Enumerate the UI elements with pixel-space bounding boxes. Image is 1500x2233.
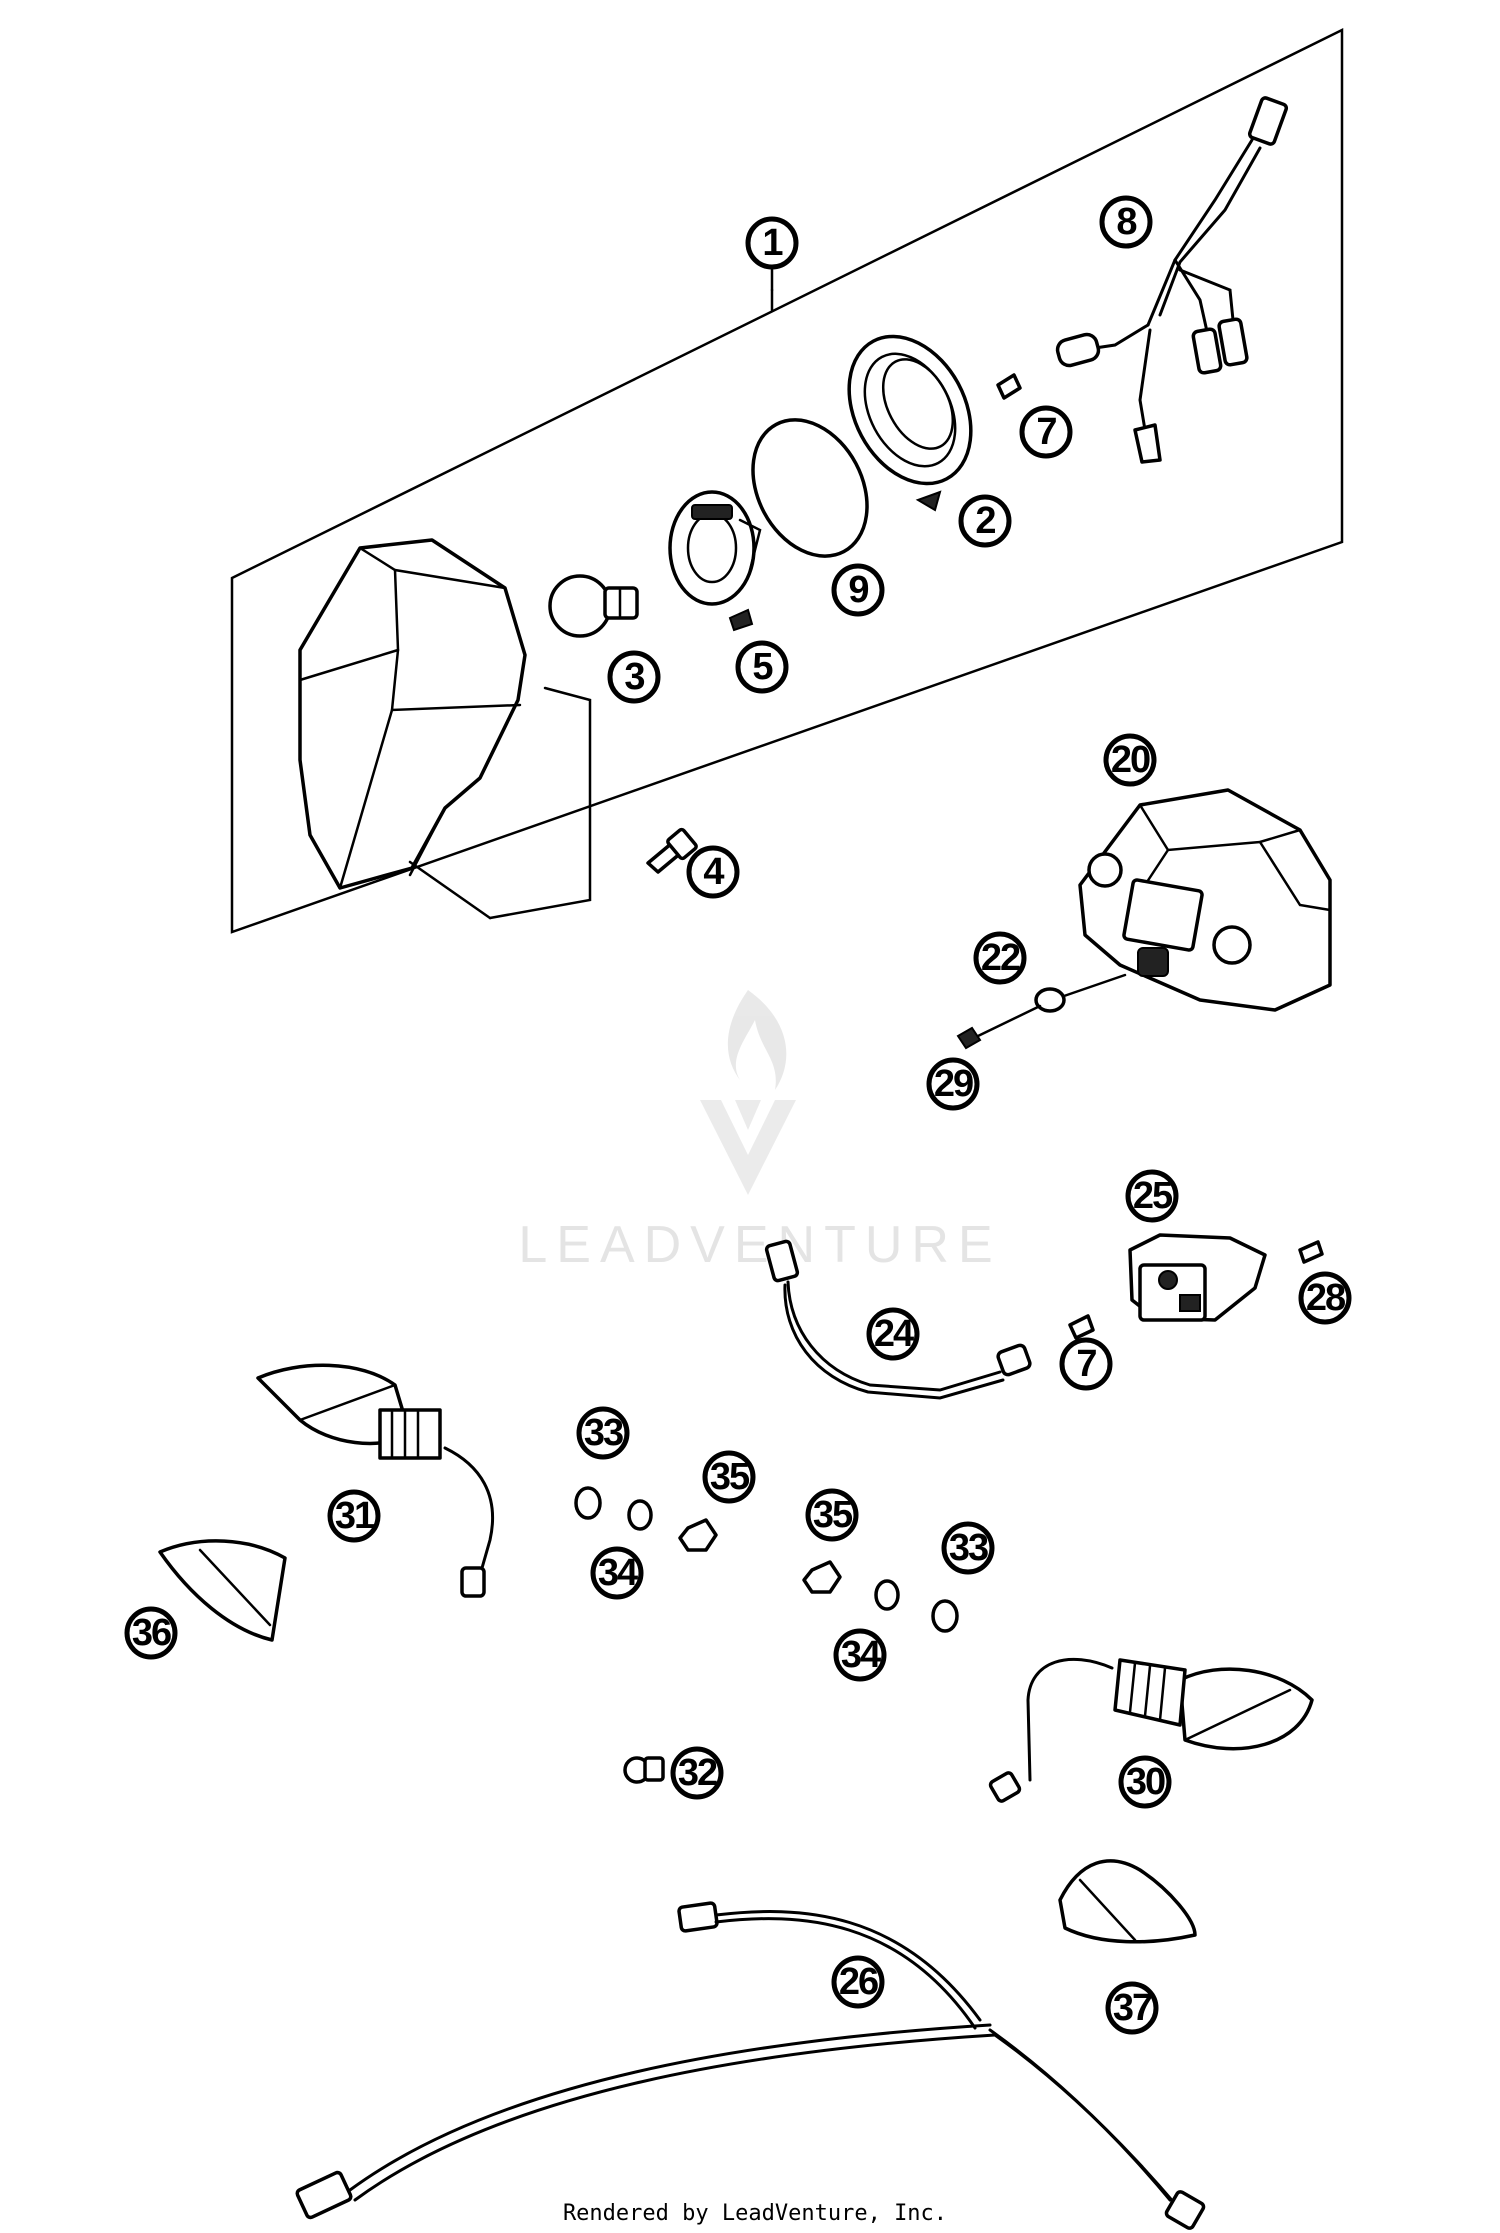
callout-37: 37 [1105,1981,1159,2035]
signal-bulb-32 [623,1756,665,1784]
callout-35-right: 35 [805,1488,859,1542]
callout-34-left: 34 [590,1546,644,1600]
callout-31: 31 [327,1489,381,1543]
turn-signal-left [256,1363,495,1598]
headlight-mask [298,538,592,920]
bulb-socket [668,490,762,606]
callout-25: 25 [1125,1169,1179,1223]
headlight-cover-20 [1078,788,1332,1012]
svg-text:1: 1 [762,222,783,264]
svg-text:9: 9 [848,569,868,611]
turn-signal-lens-right [1058,1859,1197,1944]
svg-text:35: 35 [710,1456,750,1498]
svg-text:34: 34 [598,1552,638,1594]
svg-text:22: 22 [981,937,1020,979]
callout-26: 26 [831,1955,885,2009]
callout-3: 3 [607,650,661,704]
svg-text:26: 26 [839,1961,878,2003]
license-plate-light [1128,1233,1267,1322]
svg-text:31: 31 [335,1495,375,1537]
seal-ring [751,418,869,558]
callout-22: 22 [973,931,1027,985]
svg-text:25: 25 [1133,1175,1173,1217]
svg-text:24: 24 [874,1313,914,1355]
turn-signal-harness [295,1901,1206,2230]
svg-text:5: 5 [752,646,773,688]
nut-35-left [678,1518,718,1552]
leadventure-watermark: LEADVENTURE [518,990,1001,1274]
svg-text:29: 29 [934,1063,973,1105]
callout-34-right: 34 [833,1628,887,1682]
callout-30: 30 [1118,1755,1172,1809]
mounting-screw [646,827,698,874]
callout-1: 1 [745,216,799,292]
callout-33-left: 33 [576,1406,630,1460]
svg-text:37: 37 [1113,1987,1152,2029]
svg-text:28: 28 [1306,1277,1345,1319]
callout-4: 4 [686,845,740,899]
svg-text:32: 32 [678,1752,717,1794]
nut-34-left [627,1499,653,1531]
svg-text:33: 33 [584,1412,623,1454]
svg-text:7: 7 [1076,1343,1096,1385]
flame-logo-icon [700,990,796,1195]
callout-20: 20 [1103,733,1157,787]
screw-29 [956,1026,982,1050]
svg-text:30: 30 [1126,1761,1165,1803]
callout-7-upper: 7 [1019,405,1073,459]
svg-text:33: 33 [949,1527,988,1569]
turn-signal-right [988,1657,1314,1803]
reflector-ring [847,334,973,512]
callout-8: 8 [1099,195,1153,249]
headlight-assembly [230,27,1344,934]
callout-29: 29 [926,1057,980,1111]
svg-text:34: 34 [841,1634,881,1676]
turn-signal-lens-left [158,1539,287,1642]
callout-5: 5 [735,640,789,694]
svg-text:3: 3 [624,656,644,698]
parking-bulb [996,373,1022,400]
callout-35-left: 35 [702,1450,756,1504]
callout-36: 36 [124,1606,178,1660]
callout-33-right: 33 [941,1521,995,1575]
svg-text:7: 7 [1036,411,1056,453]
headlight-wiring-harness [1055,96,1289,464]
spring-5 [728,608,754,632]
washer-33-right [931,1599,959,1633]
callout-2: 2 [958,494,1012,548]
washer-22 [1034,987,1066,1013]
callout-24: 24 [866,1307,920,1361]
assembly-outline [230,27,1344,934]
svg-text:2: 2 [975,500,995,542]
nut-34-right [874,1579,900,1611]
callout-9: 9 [831,563,885,617]
headlight-bulb [548,574,639,638]
svg-text:4: 4 [703,851,724,893]
svg-text:20: 20 [1111,739,1150,781]
svg-text:36: 36 [132,1612,171,1654]
svg-text:8: 8 [1116,201,1136,243]
washer-33-left [574,1486,602,1520]
nut-35-right [802,1560,842,1594]
screw-28 [1298,1240,1324,1264]
footer-credit: Rendered by LeadVenture, Inc. [563,2201,947,2226]
watermark-text: LEADVENTURE [518,1216,1001,1274]
plate-light-bulb [1068,1314,1095,1340]
svg-text:35: 35 [813,1494,853,1536]
callout-7-lower: 7 [1059,1337,1113,1391]
callout-28: 28 [1298,1271,1352,1325]
plate-light-cable [764,1239,1032,1400]
callout-32: 32 [670,1746,724,1800]
